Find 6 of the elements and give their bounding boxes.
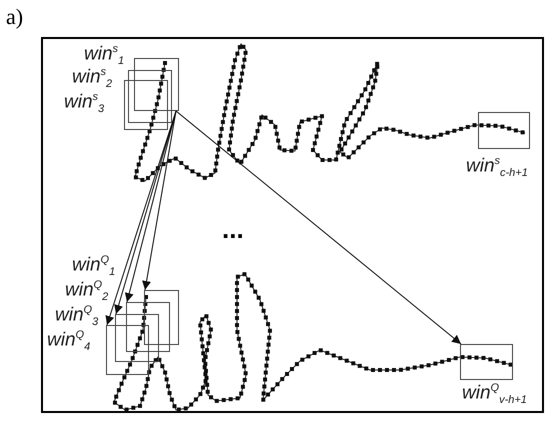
label-text: a) [6,6,24,28]
arrow [105,110,176,326]
arrow [176,110,462,344]
arrow [124,110,176,302]
ellipsis-label: ... [222,216,244,242]
arrow [142,110,176,290]
